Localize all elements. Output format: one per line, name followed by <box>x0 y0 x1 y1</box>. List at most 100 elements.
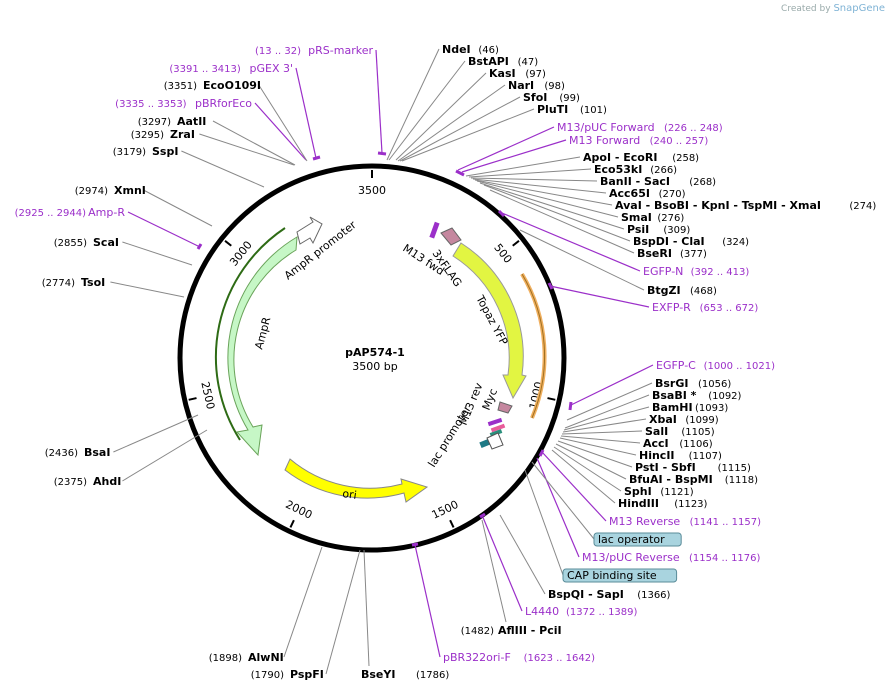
site-bspdi-clai: BspDI - ClaI(324) <box>633 235 749 248</box>
primer-leader <box>570 364 654 406</box>
site-pluti: PluTI (101) <box>537 103 607 116</box>
primer-range: (1154 .. 1176) <box>689 553 761 564</box>
feature-label-lac-promoter: lac promoter <box>426 403 475 470</box>
primer-range: (2925 .. 2944) <box>15 208 87 219</box>
site-position: (268) <box>689 177 716 188</box>
site-name: KasI <box>489 67 516 80</box>
primer-egfp-n: EGFP-N(392 .. 413) <box>643 265 749 278</box>
site-aatii: (3297)AatII <box>138 115 207 128</box>
site-name: NarI <box>508 79 534 92</box>
site-position: (1115) <box>718 463 751 474</box>
site-btgzi: BtgZI(468) <box>647 284 717 297</box>
primer-leader <box>375 49 383 154</box>
site-leader <box>283 546 323 658</box>
flag-tag-shape <box>440 227 462 246</box>
site-name: HindIII <box>618 497 659 510</box>
site-bamhi: BamHI(1093) <box>652 401 728 414</box>
site-xmni: (2974)XmnI <box>75 184 146 197</box>
site-position: (377) <box>680 249 707 260</box>
badge-label: CAP binding site <box>567 569 657 582</box>
site-leader <box>399 96 521 162</box>
site-banii-saci: BanII - SacI(268) <box>600 175 716 188</box>
site-ahdi: (2375) AhdI <box>54 475 122 488</box>
site-position: (98) <box>544 81 565 92</box>
site-leader <box>397 84 506 162</box>
site-leader <box>561 430 643 435</box>
site-leader <box>476 180 619 218</box>
site-leader <box>258 84 308 162</box>
primer-leader <box>457 126 555 171</box>
site-leader <box>465 156 581 177</box>
site-leader <box>401 108 535 162</box>
primer-leader <box>127 211 201 248</box>
site-position: (1106) <box>679 439 712 450</box>
site-position: (2375) <box>54 477 87 488</box>
primer-mark-m13rev <box>538 449 545 457</box>
site-position: (101) <box>580 105 607 116</box>
site-name: PsiI <box>627 223 649 236</box>
ampr-promoter-arrow <box>296 216 323 245</box>
primer-name: M13/pUC Reverse <box>582 551 680 564</box>
site-leader <box>499 514 546 595</box>
site-leader <box>363 549 370 667</box>
primer-leader <box>461 139 567 173</box>
primer-amp-r: Amp-R(2925 .. 2944) <box>15 206 126 219</box>
primer-m13-puc-reverse: M13/pUC Reverse (1154 .. 1176) <box>582 551 761 564</box>
site-name: SfoI <box>523 91 547 104</box>
primer-name: pGEX 3' <box>249 62 293 75</box>
primer-range: (3391 .. 3413) <box>169 64 241 75</box>
site-position: (46) <box>478 45 499 56</box>
site-position: (1118) <box>725 475 758 486</box>
tick-label-2500: 2500 <box>198 380 217 410</box>
site-bfuai-bspmi: BfuAI - BspMI(1118) <box>629 473 758 486</box>
site-sali: SalI(1105) <box>645 425 715 438</box>
tick-1500 <box>449 519 455 528</box>
primer-name: L4440 <box>525 605 559 618</box>
site-name: HincII <box>639 449 675 462</box>
primer-range: (226 .. 248) <box>664 123 723 134</box>
plasmid-size: 3500 bp <box>352 360 397 373</box>
site-name: AlwNI <box>248 651 284 664</box>
lac-promoter-arrow <box>486 432 504 450</box>
site-position: (2774) <box>42 278 75 289</box>
site-name: BseRI <box>637 247 672 260</box>
primer-name: M13 Forward <box>569 134 640 147</box>
site-leader <box>564 394 650 429</box>
site-name: AhdI <box>93 475 121 488</box>
site-leader <box>388 60 466 161</box>
site-leader <box>386 48 440 161</box>
site-position: (309) <box>663 225 690 236</box>
site-leader <box>481 519 507 623</box>
tick-label-2000: 2000 <box>283 498 314 522</box>
site-name: PluTI <box>537 103 568 116</box>
primer-pbr322ori-f: pBR322ori-F(1623 .. 1642) <box>443 651 595 664</box>
primer-name: pBRforEco <box>195 97 252 110</box>
site-leader <box>470 177 598 182</box>
site-leader <box>468 168 592 178</box>
site-position: (1123) <box>674 499 707 510</box>
primer-range: (3335 .. 3353) <box>115 99 187 110</box>
created-by-text: Created by <box>781 4 831 14</box>
site-position: (1482) <box>461 626 494 637</box>
site-name: BsrGI <box>655 377 688 390</box>
snapgene-logo-text: SnapGene <box>833 3 885 14</box>
site-leader <box>122 241 193 266</box>
site-name: PspFI <box>290 668 324 681</box>
site-position: (97) <box>525 69 546 80</box>
site-leader <box>479 182 625 230</box>
primer-leader <box>536 457 580 558</box>
site-name: SalI <box>645 425 668 438</box>
site-eco53ki: Eco53kI(266) <box>594 163 677 176</box>
site-smai: SmaI(276) <box>621 211 684 224</box>
site-name: BsaI <box>84 446 110 459</box>
site-bsrgi: BsrGI(1056) <box>655 377 731 390</box>
primer-leader <box>414 544 441 658</box>
site-position: (468) <box>690 286 717 297</box>
tick-label-500: 500 <box>491 241 514 266</box>
primer-leader <box>295 67 317 159</box>
site-zrai: (3295)ZraI <box>131 128 195 141</box>
primer-range: (1372 .. 1389) <box>566 607 638 618</box>
site-kasi: KasI (97) <box>489 67 546 80</box>
